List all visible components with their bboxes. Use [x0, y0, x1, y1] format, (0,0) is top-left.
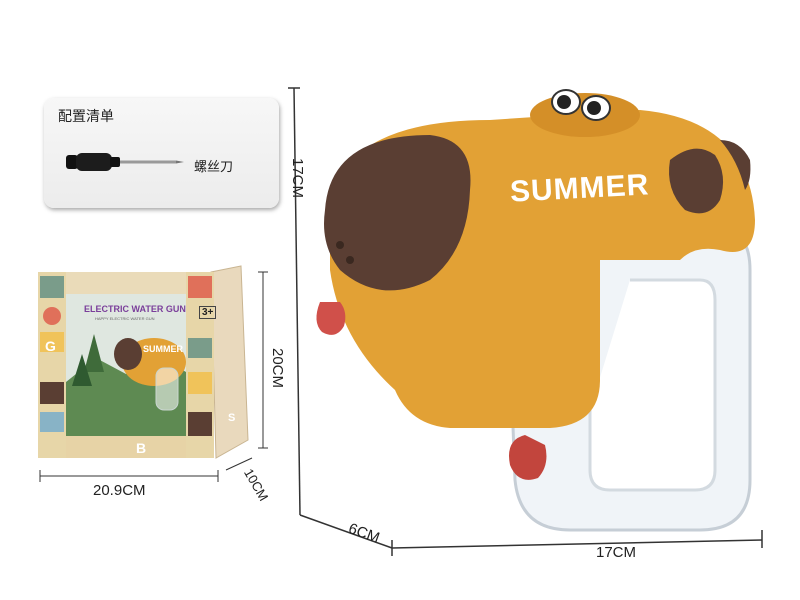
box-panel-letter-g: G — [45, 338, 56, 354]
screwdriver-label: 螺丝刀 — [194, 160, 234, 175]
box-label: ELECTRIC WATER GUN — [84, 304, 186, 314]
water-gun-image — [316, 89, 755, 532]
product-height-label: 17CM — [289, 158, 306, 199]
product-length-label: 17CM — [596, 544, 637, 561]
screwdriver-icon — [66, 153, 184, 171]
box-panel-letter-s: S — [228, 412, 236, 424]
box-subtitle: HAPPY ELECTRIC WATER GUN — [95, 316, 155, 321]
packing-list-card: 配置清单 螺丝刀 — [44, 98, 279, 208]
box-age-badge: 3+ — [199, 306, 217, 319]
box-panel-letter-b: B — [136, 440, 147, 456]
packing-list-title: 配置清单 — [58, 109, 114, 125]
box-product-text: SUMMER — [143, 344, 183, 354]
box-width-label: 20.9CM — [93, 482, 146, 499]
product-box-image — [38, 265, 249, 459]
